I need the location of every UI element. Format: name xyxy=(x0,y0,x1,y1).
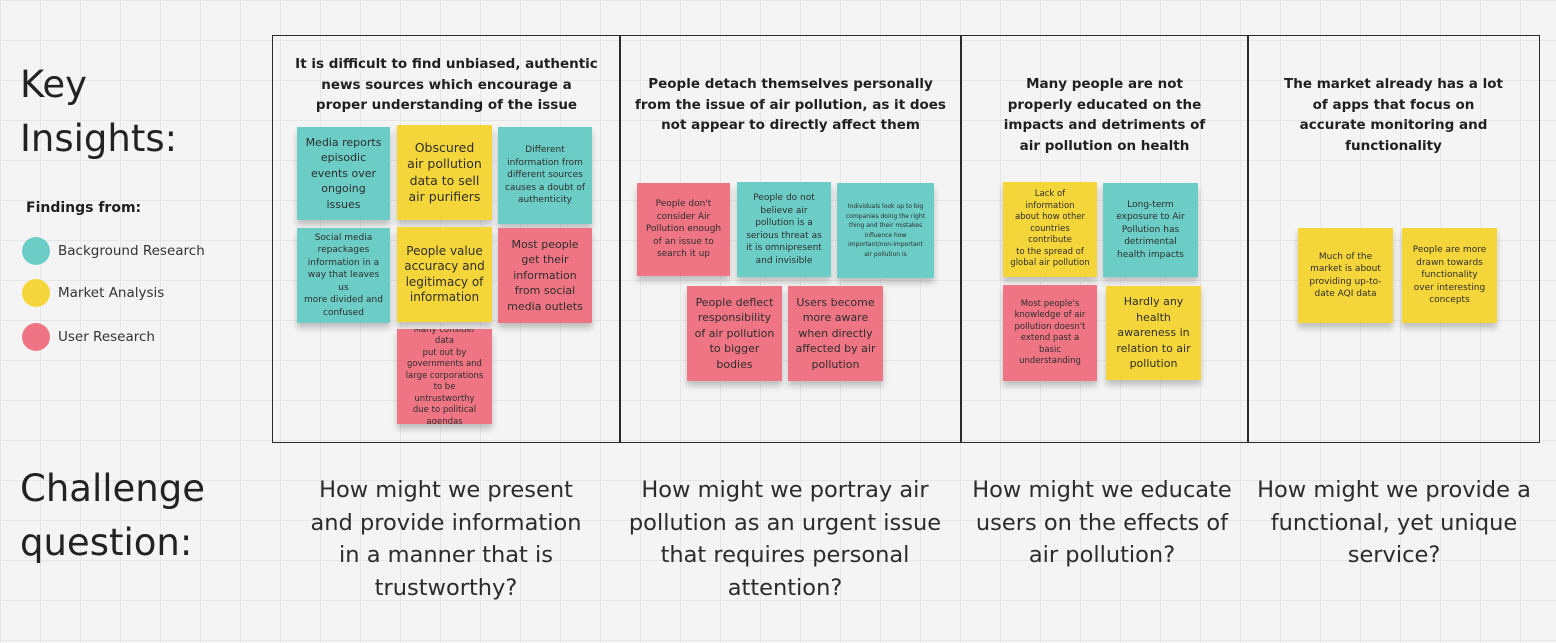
challenge-question-1: How might we present and provide informa… xyxy=(310,477,582,601)
sticky-note[interactable]: Social media repackages information in a… xyxy=(297,228,390,323)
challenge-question-4: How might we provide a functional, yet u… xyxy=(1257,477,1531,568)
sticky-note[interactable]: People don't consider Air Pollution enou… xyxy=(637,183,730,276)
sticky-note[interactable]: Most people's knowledge of air pollution… xyxy=(1003,285,1097,381)
panel-title: The market already has a lot of apps tha… xyxy=(1284,76,1503,154)
insight-panel-4[interactable]: The market already has a lot of apps tha… xyxy=(1247,35,1540,443)
sticky-note[interactable]: Long-term exposure to Air Pollution has … xyxy=(1103,183,1198,277)
sticky-note[interactable]: People value accuracy and legitimacy of … xyxy=(397,227,492,322)
panel-title: Many people are not properly educated on… xyxy=(1003,76,1206,154)
panel-title: It is difficult to find unbiased, authen… xyxy=(295,56,598,113)
legend-item-market-analysis: Market Analysis xyxy=(22,279,164,307)
legend-label: Background Research xyxy=(58,243,205,259)
sticky-note[interactable]: Users become more aware when directly af… xyxy=(788,286,883,381)
challenge-question-3: How might we educate users on the effect… xyxy=(972,477,1232,568)
sticky-note[interactable]: Different information from different sou… xyxy=(498,127,592,224)
challenge-question-2: How might we portray air pollution as an… xyxy=(628,477,942,601)
legend-label: User Research xyxy=(58,329,155,345)
sticky-note[interactable]: People do not believe air pollution is a… xyxy=(737,182,831,277)
insight-panel-2[interactable]: People detach themselves personally from… xyxy=(619,35,962,443)
pink-dot-icon xyxy=(22,323,50,351)
insight-panel-3[interactable]: Many people are not properly educated on… xyxy=(960,35,1249,443)
sticky-note[interactable]: Individuals look up to big companies doi… xyxy=(837,183,934,278)
sticky-note[interactable]: Many consider data put out by government… xyxy=(397,329,492,424)
sticky-note[interactable]: People are more drawn towards functional… xyxy=(1402,228,1497,323)
legend-title: Findings from: xyxy=(26,200,142,216)
sticky-note[interactable]: Most people get their information from s… xyxy=(498,228,592,323)
sticky-note[interactable]: Media reports episodic events over ongoi… xyxy=(297,127,390,220)
legend-item-user-research: User Research xyxy=(22,323,155,351)
sticky-note[interactable]: Obscured air pollution data to sell air … xyxy=(397,125,492,220)
sticky-note[interactable]: Lack of information about how other coun… xyxy=(1003,182,1097,277)
insight-panel-1[interactable]: It is difficult to find unbiased, authen… xyxy=(272,35,621,443)
challenge-question-heading: Challenge question: xyxy=(20,467,205,564)
sticky-note[interactable]: Much of the market is about providing up… xyxy=(1298,228,1393,323)
sticky-note[interactable]: Hardly any health awareness in relation … xyxy=(1106,286,1201,380)
legend-item-background-research: Background Research xyxy=(22,237,205,265)
key-insights-heading: Key Insights: xyxy=(20,63,178,160)
sticky-note[interactable]: People deflect responsibility of air pol… xyxy=(687,286,782,381)
legend-label: Market Analysis xyxy=(58,285,165,301)
yellow-dot-icon xyxy=(22,279,50,307)
panel-title: People detach themselves personally from… xyxy=(635,76,946,133)
teal-dot-icon xyxy=(22,237,50,265)
